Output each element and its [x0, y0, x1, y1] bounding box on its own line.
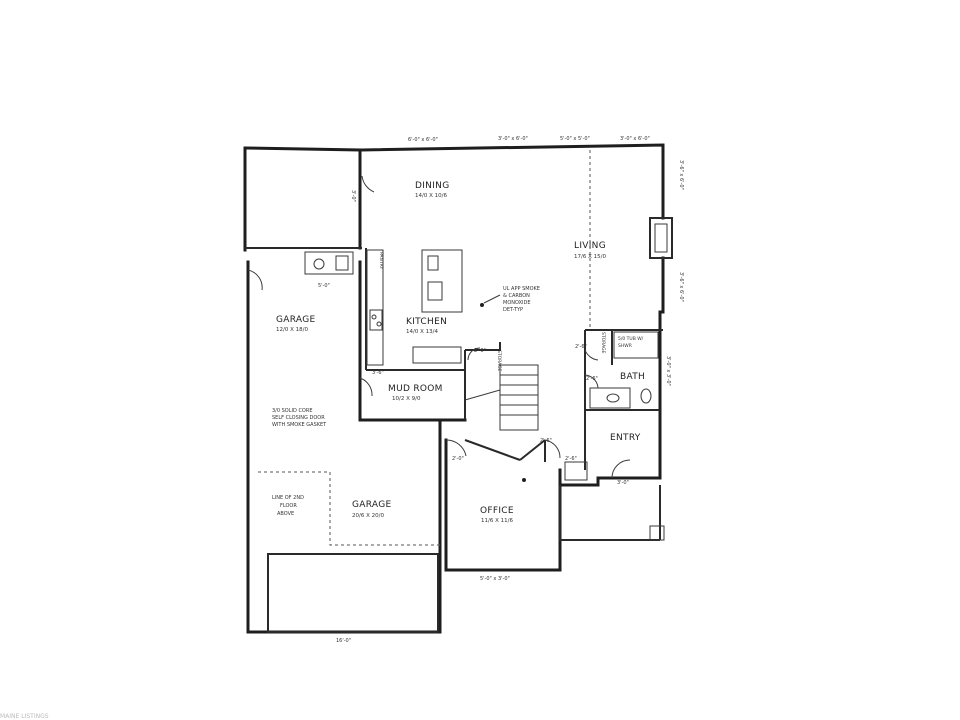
second-floor-note: LINE OF 2ND FLOOR ABOVE [272, 495, 304, 517]
door-swings [247, 175, 631, 479]
stoop-icon [649, 525, 665, 541]
dim-top-1: 6'-0" x 6'-0" [408, 137, 438, 143]
storage-label-2: STORAGE [600, 332, 606, 354]
room-entry-name: ENTRY [610, 433, 641, 443]
dim-bath-door: 2'-6" [586, 376, 598, 382]
room-mudroom-size: 10/2 X 9/0 [392, 396, 421, 402]
watermark: MAINE LISTINGS [0, 713, 49, 720]
line-note-3: ABOVE [277, 511, 294, 517]
room-office-name: OFFICE [480, 506, 514, 516]
dim-entry-side: 2'-6" [565, 456, 577, 462]
second-floor-line [258, 471, 440, 546]
room-garage-upper-size: 12/0 X 18/0 [276, 327, 308, 333]
room-dining-size: 14/0 X 10/6 [415, 193, 447, 199]
room-living-name: LIVING [574, 241, 606, 251]
garage-door [267, 553, 439, 633]
room-garage-upper-name: GARAGE [276, 315, 315, 325]
door-note: 3/0 SOLID CORE SELF CLOSING DOOR WITH SM… [272, 408, 327, 428]
room-kitchen-size: 14/0 X 13/4 [406, 329, 438, 335]
room-office-size: 11/6 X 11/6 [481, 518, 513, 524]
smoke-note-line-3: MONOXIDE [503, 300, 531, 306]
dim-left-1: 3'-0" [350, 190, 356, 202]
dim-right-3: 3'-0" x 3'-0" [665, 356, 671, 386]
office-detector-icon [522, 478, 526, 482]
room-dining-name: DINING [415, 181, 449, 191]
utility-sink-icon [304, 251, 354, 275]
tub-label: 5/0 TUB W/ [618, 336, 644, 342]
smoke-note: UL APP SMOKE & CARBON MONOXIDE DET-TYP [503, 286, 540, 313]
dim-entry-bottom: 3'-0" [617, 480, 629, 486]
room-kitchen-name: KITCHEN [406, 317, 447, 327]
dim-garage-sink: 5'-0" [318, 283, 330, 289]
dim-garage-width: 16'-0" [336, 638, 351, 644]
line-note-2: FLOOR [280, 503, 297, 509]
smoke-note-line-1: UL APP SMOKE [503, 286, 540, 292]
dim-hall: 2'-6" [540, 438, 552, 444]
smoke-note-line-2: & CARBON [503, 293, 530, 299]
bath-fixtures [589, 331, 659, 409]
room-mudroom-name: MUD ROOM [388, 384, 443, 394]
tub-label-2: SHWR [618, 343, 632, 349]
room-bath-name: BATH [620, 372, 645, 382]
interior-walls [365, 150, 663, 470]
smoke-detector-icon [480, 303, 484, 307]
dim-storage-1: 2'-6" [474, 348, 486, 354]
closet-icon [564, 461, 588, 481]
door-note-line-3: WITH SMOKE GASKET [272, 422, 327, 428]
room-garage-lower-size: 20/6 X 20/0 [352, 513, 384, 519]
dim-storage-2: 2'-6" [575, 344, 587, 350]
room-living-size: 17/6 X 15/0 [574, 254, 606, 260]
smoke-note-line-4: DET-TYP [503, 307, 523, 313]
kitchen-counters [366, 249, 463, 366]
dim-office-bottom: 5'-0" x 3'-0" [480, 576, 510, 582]
stairs [464, 364, 539, 431]
pantry-label: PANTRY [378, 252, 384, 269]
storage-label-1: STORAGE [496, 350, 502, 372]
dim-right-2: 3'-6" x 6'-0" [678, 272, 684, 302]
door-note-line-1: 3/0 SOLID CORE [272, 408, 313, 414]
dim-office-top: 2'-0" [452, 456, 464, 462]
dim-top-4: 3'-0" x 6'-0" [620, 136, 650, 142]
line-note-1: LINE OF 2ND [272, 495, 304, 501]
room-garage-lower-name: GARAGE [352, 500, 391, 510]
dim-top-2: 3'-0" x 6'-0" [498, 136, 528, 142]
dim-right-1: 3'-6" x 6'-0" [678, 160, 684, 190]
door-note-line-2: SELF CLOSING DOOR [272, 415, 325, 421]
dim-kitchen-w: 3'-6" [372, 370, 384, 376]
fireplace-icon [649, 217, 673, 259]
dim-top-3: 5'-0" x 5'-0" [560, 136, 590, 142]
